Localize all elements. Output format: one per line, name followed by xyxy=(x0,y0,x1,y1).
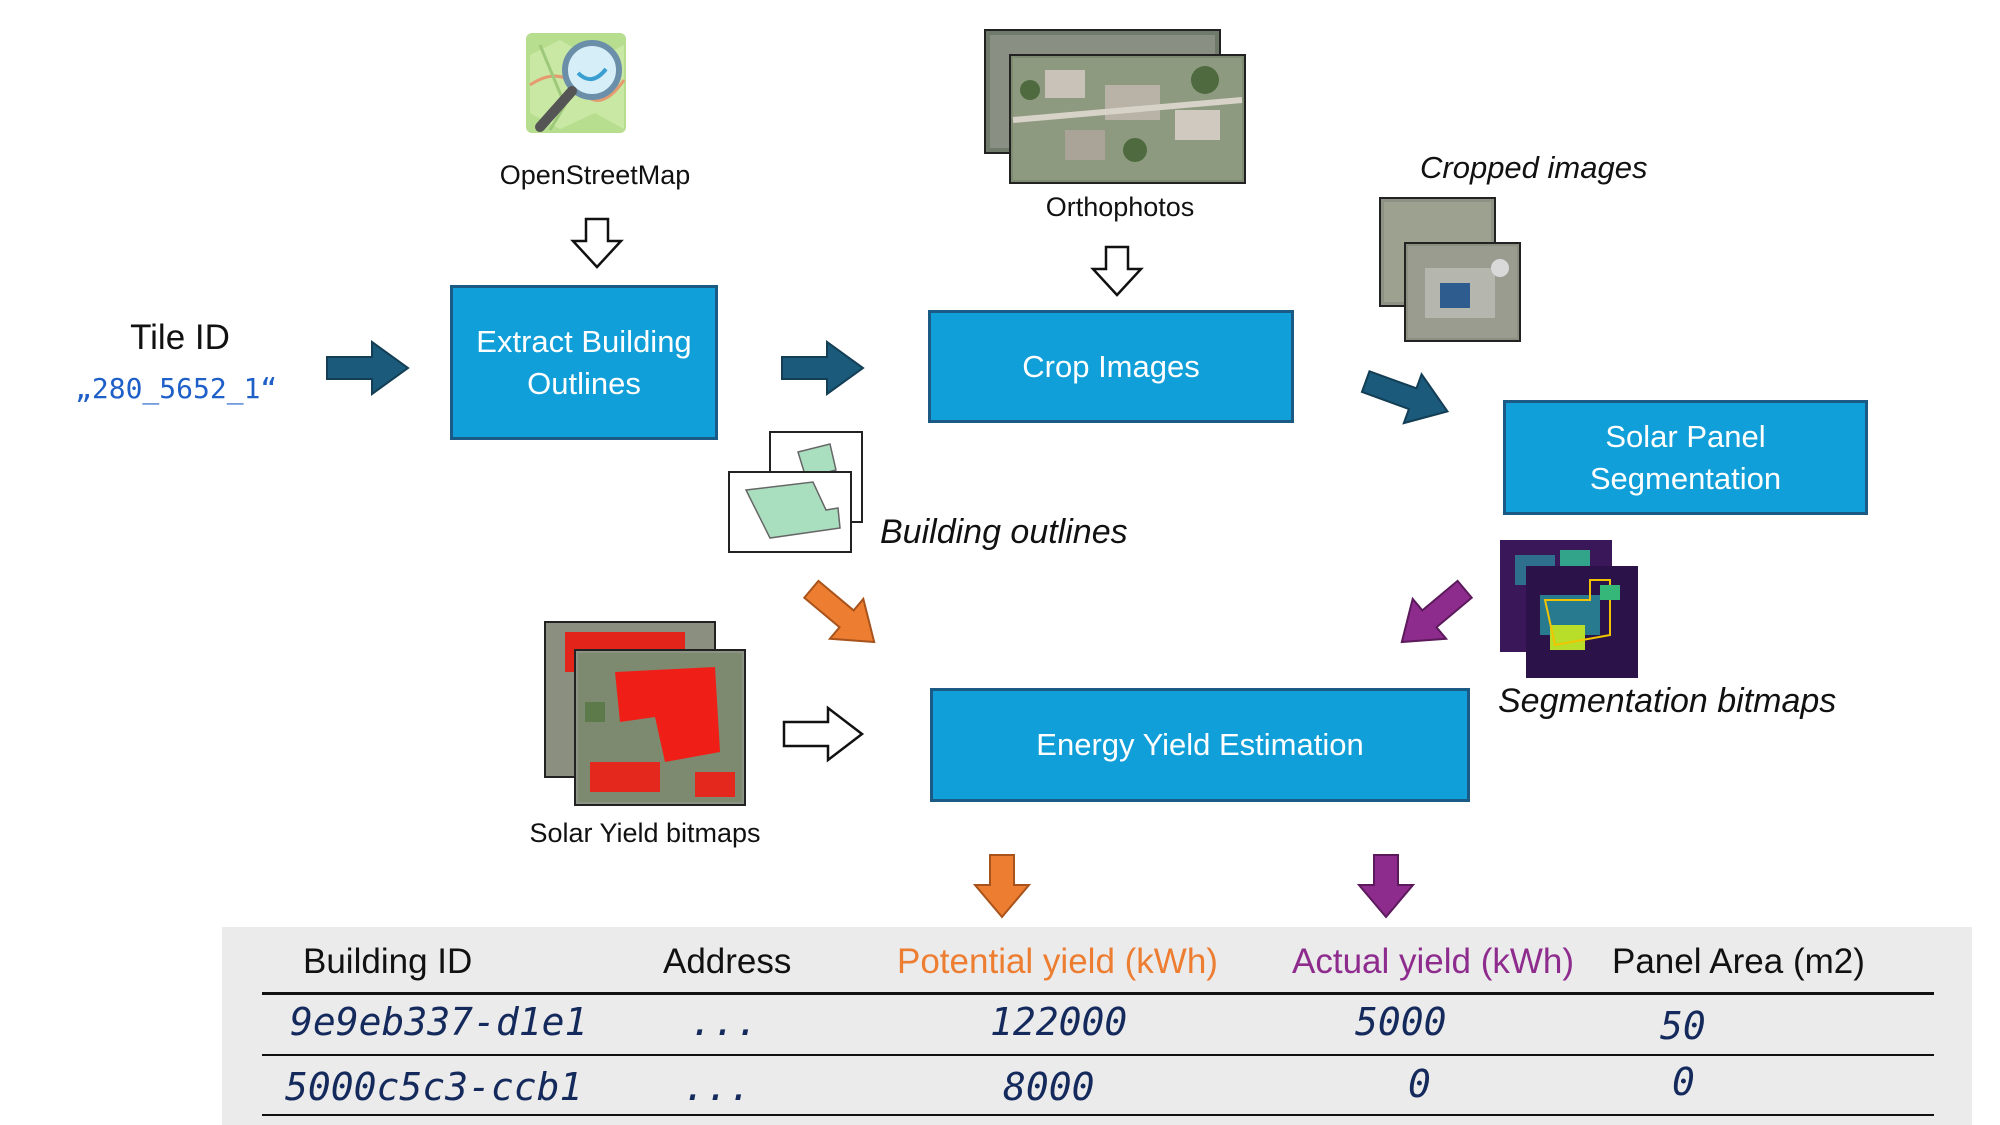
solar-panel-segmentation-label: Solar Panel Segmentation xyxy=(1589,418,1782,496)
building-outlines-label: Building outlines xyxy=(880,513,1128,551)
header-actual-yield: Actual yield (kWh) xyxy=(1292,942,1575,981)
table-row-1-potential: 122000 xyxy=(990,1000,1128,1044)
crop-images-label: Crop Images xyxy=(1022,348,1200,384)
cropped-images-label: Cropped images xyxy=(1420,150,1648,185)
orange-down-arrow-icon xyxy=(972,854,1032,919)
orange-diagonal-arrow-icon xyxy=(802,579,876,644)
openstreetmap-logo-icon xyxy=(526,33,626,133)
output-table xyxy=(222,927,1972,1125)
orthophotos-image xyxy=(984,29,1246,184)
orthophotos-label: Orthophotos xyxy=(1045,192,1195,222)
crop-images-box: Crop Images xyxy=(928,310,1294,423)
table-row-2-actual: 0 xyxy=(1408,1062,1431,1106)
table-row-2-potential: 8000 xyxy=(1003,1065,1095,1109)
table-row-1-address: ... xyxy=(690,1000,759,1044)
flow-arrow-icon xyxy=(326,340,410,396)
hollow-right-arrow-icon xyxy=(782,705,865,763)
table-row-2-building-id: 5000c5c3-ccb1 xyxy=(285,1065,583,1109)
solar-panel-segmentation-box: Solar Panel Segmentation xyxy=(1503,400,1868,515)
tile-id-label: Tile ID xyxy=(130,318,230,357)
flow-arrow-icon xyxy=(1360,369,1450,425)
table-row-1-panel-area: 50 xyxy=(1660,1004,1706,1048)
hollow-down-arrow-icon xyxy=(570,217,624,269)
openstreetmap-label: OpenStreetMap xyxy=(499,160,691,190)
segmentation-bitmaps-image xyxy=(1500,540,1638,678)
table-row-2-address: ... xyxy=(683,1065,752,1109)
table-row-1-actual: 5000 xyxy=(1355,1000,1447,1044)
solar-yield-bitmaps-image xyxy=(544,621,746,806)
building-outlines-image xyxy=(728,431,863,553)
solar-yield-bitmaps-label: Solar Yield bitmaps xyxy=(529,818,761,848)
hollow-down-arrow-icon xyxy=(1090,245,1144,297)
header-panel-area: Panel Area (m2) xyxy=(1612,942,1865,981)
cropped-images-image xyxy=(1379,197,1521,342)
tile-id-value: „280_5652_1“ xyxy=(75,372,278,405)
extract-building-outlines-label: Extract Building Outlines xyxy=(476,323,692,401)
header-address: Address xyxy=(663,942,792,981)
table-row-rule xyxy=(262,1054,1934,1056)
header-building-id: Building ID xyxy=(303,942,473,981)
header-potential-yield: Potential yield (kWh) xyxy=(897,942,1218,981)
energy-yield-estimation-box: Energy Yield Estimation xyxy=(930,688,1470,802)
segmentation-bitmaps-label: Segmentation bitmaps xyxy=(1498,682,1837,720)
purple-down-arrow-icon xyxy=(1356,854,1416,919)
energy-yield-estimation-label: Energy Yield Estimation xyxy=(1036,727,1364,763)
extract-building-outlines-box: Extract Building Outlines xyxy=(450,285,718,440)
table-header-rule xyxy=(262,992,1934,995)
purple-diagonal-arrow-icon xyxy=(1400,579,1474,644)
flow-arrow-icon xyxy=(781,340,865,396)
table-bottom-rule xyxy=(262,1114,1934,1116)
table-row-2-panel-area: 0 xyxy=(1672,1060,1695,1104)
table-row-1-building-id: 9e9eb337-d1e1 xyxy=(290,1000,588,1044)
